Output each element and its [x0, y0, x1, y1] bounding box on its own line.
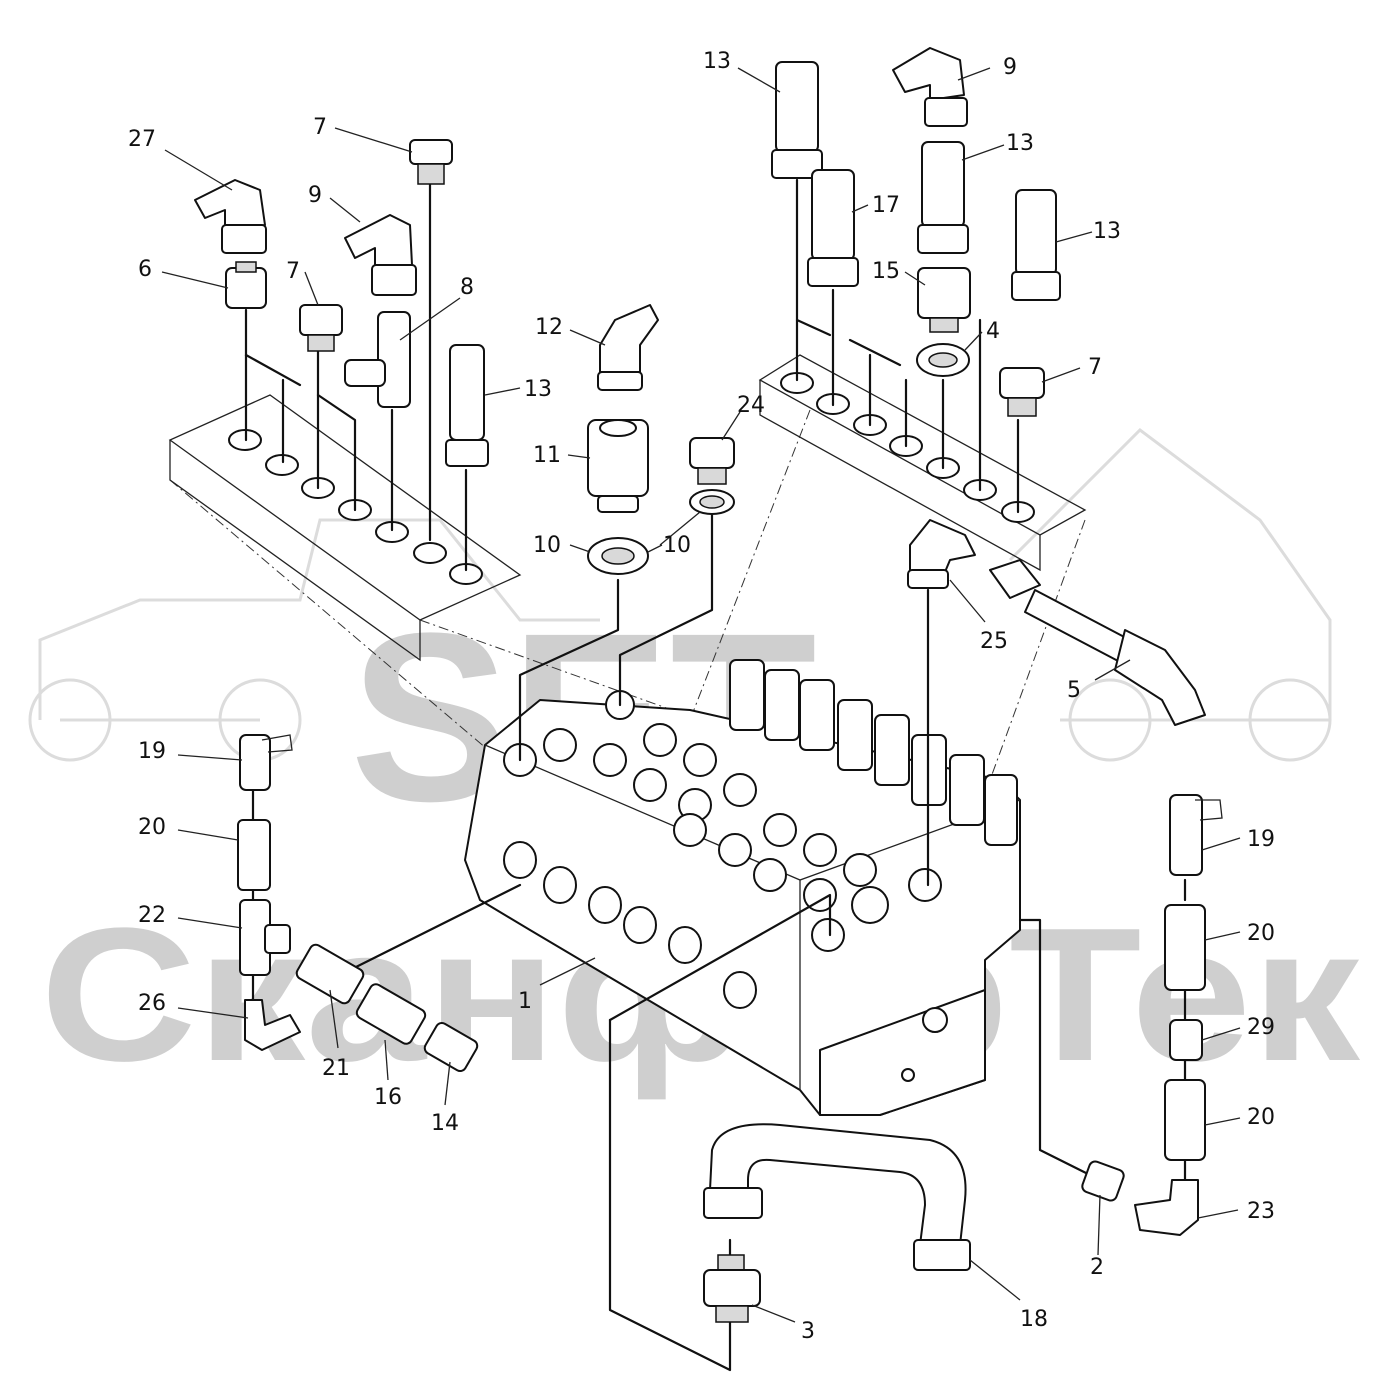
- callout-14: 14: [431, 1111, 459, 1136]
- callout-11: 11: [533, 443, 561, 468]
- callout-20: 20: [1247, 1105, 1275, 1130]
- callout-20: 20: [1247, 921, 1275, 946]
- callout-26: 26: [138, 991, 166, 1016]
- part-5-hose: [989, 559, 1206, 726]
- part-16-fitting: [355, 983, 427, 1045]
- callout-18: 18: [1020, 1307, 1048, 1332]
- valve-side-spools: [503, 841, 757, 1009]
- part-11-valve-body: [587, 419, 649, 513]
- part-27-elbow: [194, 179, 267, 254]
- callout-21: 21: [322, 1056, 350, 1081]
- part-13-nipple-left: [445, 344, 489, 467]
- part-9-elbow-right: [892, 47, 968, 127]
- callout-10: 10: [663, 533, 691, 558]
- part-13-nipple-mid: [917, 141, 969, 254]
- part-7-plug-mid: [299, 304, 343, 352]
- part-2-plug: [1081, 1160, 1125, 1202]
- part-9-elbow-left: [344, 214, 417, 296]
- part-24-plug: [689, 437, 735, 485]
- leader-lines: [161, 67, 1241, 1323]
- part-19-sensor-right: [1169, 794, 1223, 876]
- callout-27: 27: [128, 127, 156, 152]
- part-14-plug: [423, 1021, 479, 1073]
- callout-10: 10: [533, 533, 561, 558]
- part-19-sensor-left: [239, 734, 293, 791]
- callout-25: 25: [980, 629, 1008, 654]
- callout-7: 7: [1088, 355, 1102, 380]
- part-8-tee: [344, 311, 411, 408]
- callout-22: 22: [138, 903, 166, 928]
- part-23-elbow: [1134, 1179, 1199, 1236]
- callout-13: 13: [703, 49, 731, 74]
- callout-7: 7: [313, 115, 327, 140]
- main-control-valve: [464, 659, 1021, 1116]
- valve-mount-bracket: [819, 989, 986, 1116]
- callout-23: 23: [1247, 1199, 1275, 1224]
- part-21-fitting: [295, 943, 365, 1005]
- part-6-adapter: [225, 261, 267, 309]
- part-20-coupler-right-lower: [1164, 1079, 1206, 1161]
- callout-8: 8: [460, 275, 474, 300]
- part-7-plug-right: [999, 367, 1045, 417]
- callout-19: 19: [1247, 827, 1275, 852]
- projection-lines: [169, 409, 1086, 781]
- callout-19: 19: [138, 739, 166, 764]
- callout-29: 29: [1247, 1015, 1275, 1040]
- callout-3: 3: [801, 1319, 815, 1344]
- callout-16: 16: [374, 1085, 402, 1110]
- callout-4: 4: [986, 319, 1000, 344]
- part-20-coupler-right-upper: [1164, 904, 1206, 991]
- part-13-nipple-right: [1011, 189, 1061, 301]
- part-12-elbow: [597, 304, 659, 391]
- valve-top-ports: [503, 690, 942, 952]
- part-15-coupler: [917, 267, 971, 333]
- callout-2: 2: [1090, 1255, 1104, 1280]
- part-13-nipple-top: [771, 61, 823, 179]
- callout-13: 13: [524, 377, 552, 402]
- part-22-tee: [239, 899, 291, 976]
- part-7-plug-top: [409, 139, 453, 185]
- callout-13: 13: [1006, 131, 1034, 156]
- fittings: [194, 47, 1223, 1323]
- part-20-coupler-left: [237, 819, 271, 891]
- callout-6: 6: [138, 257, 152, 282]
- callout-5: 5: [1067, 678, 1081, 703]
- callout-24: 24: [737, 393, 765, 418]
- callout-1: 1: [518, 989, 532, 1014]
- callout-12: 12: [535, 315, 563, 340]
- part-25-elbow: [907, 519, 976, 589]
- part-17-nipple: [807, 169, 859, 287]
- callout-9: 9: [1003, 55, 1017, 80]
- part-26-elbow: [244, 999, 301, 1051]
- callout-15: 15: [872, 259, 900, 284]
- part-18-u-pipe: [703, 1123, 971, 1271]
- callout-17: 17: [872, 193, 900, 218]
- part-29-adapter: [1169, 1019, 1203, 1061]
- callout-13: 13: [1093, 219, 1121, 244]
- part-3-adapter: [703, 1254, 761, 1323]
- callout-7: 7: [286, 259, 300, 284]
- callout-9: 9: [308, 183, 322, 208]
- callout-20: 20: [138, 815, 166, 840]
- callout-labels: 13 9 13 17 13 15 4 7 27 7 9 6 7 8 12 13 …: [128, 49, 1275, 1344]
